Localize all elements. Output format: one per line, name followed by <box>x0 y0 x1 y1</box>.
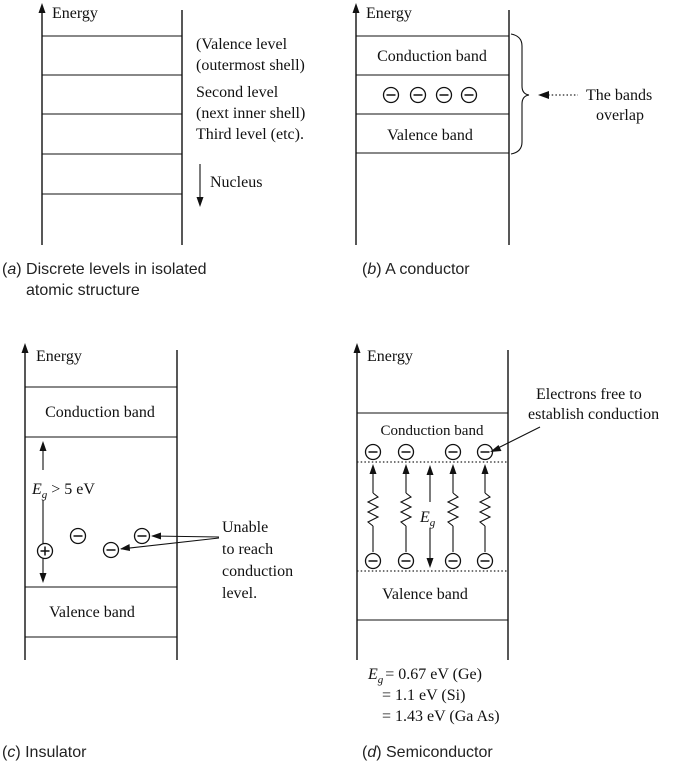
gap-arrow-head-down <box>426 558 434 568</box>
electron-icon <box>102 541 120 559</box>
electron-icon <box>397 443 415 461</box>
excitation-path <box>399 464 413 552</box>
pointer-arrow-head <box>151 532 161 540</box>
unable-label: Unable <box>222 519 268 536</box>
overlap-label: overlap <box>596 107 644 124</box>
excitation-path <box>446 464 460 552</box>
free-electrons-label: Electrons free to <box>536 386 642 403</box>
conduction-band-label: Conduction band <box>381 423 484 439</box>
gap-value-gaas: = 1.43 eV (Ga As) <box>382 708 500 725</box>
electron-icon <box>69 527 87 545</box>
second-level-label: (next inner shell) <box>196 105 305 122</box>
panel-b: Energy Conduction band Valence band The … <box>352 3 652 278</box>
gap-arrow-head-up <box>426 465 434 475</box>
nucleus-label: Nucleus <box>210 174 262 191</box>
caption-a: atomic structure <box>26 282 140 299</box>
conduction-band-label: Conduction band <box>45 404 155 421</box>
pointer-line <box>120 537 220 550</box>
energy-arrow-head <box>38 3 46 13</box>
electron-icon <box>133 527 151 545</box>
electron-icon <box>382 86 400 104</box>
panel-d: Energy Conduction band Valence band <box>353 343 659 761</box>
caption-a: (a) Discrete levels in isolated <box>2 261 207 278</box>
electron-icon <box>444 443 462 461</box>
valence-band-label: Valence band <box>382 586 468 603</box>
gap-value-ge: Eg= 0.67 eV (Ge) <box>367 666 482 686</box>
energy-arrow-head <box>352 3 360 13</box>
energy-label: Energy <box>52 5 98 22</box>
unable-label: conduction <box>222 563 293 580</box>
excitation-path <box>478 464 492 552</box>
overlap-arrow-head <box>538 91 549 99</box>
conduction-band-label: Conduction band <box>377 48 487 65</box>
pointer-line <box>151 535 220 538</box>
electron-icon <box>364 443 382 461</box>
free-electrons-label: establish conduction <box>528 406 659 423</box>
valence-level-label: (Valence level <box>196 36 288 53</box>
caption-c: (c) Insulator <box>2 744 87 761</box>
electron-icon <box>460 86 478 104</box>
pointer-line <box>493 426 541 451</box>
electron-icon <box>364 552 382 570</box>
panel-c: Energy Conduction band Valence band Eg >… <box>2 343 293 761</box>
overlap-label: The bands <box>586 87 652 104</box>
gap-value-si: = 1.1 eV (Si) <box>382 687 465 704</box>
energy-arrow-head <box>21 343 29 353</box>
excitation-path <box>366 464 380 552</box>
electron-icon <box>476 552 494 570</box>
electron-icon <box>397 552 415 570</box>
hole-icon <box>36 542 54 560</box>
electron-icon <box>476 443 494 461</box>
energy-gap-label: Eg > 5 eV <box>31 481 95 501</box>
gap-arrow-head-down <box>39 573 47 583</box>
gap-arrow-head-up <box>39 441 47 451</box>
energy-arrow-head <box>353 343 361 353</box>
pointer-arrow-head <box>490 445 502 452</box>
valence-band-label: Valence band <box>387 127 473 144</box>
electron-icon <box>444 552 462 570</box>
energy-label: Energy <box>36 348 82 365</box>
caption-b: (b) A conductor <box>362 261 470 278</box>
energy-label: Energy <box>367 348 413 365</box>
energy-gap-label: Eg <box>419 509 436 529</box>
second-level-label: Second level <box>196 84 279 101</box>
overlap-brace <box>510 33 530 155</box>
third-level-label: Third level (etc). <box>196 126 304 143</box>
nucleus-arrow-head <box>196 197 204 207</box>
energy-label: Energy <box>366 5 412 22</box>
panel-a: Energy (Valence level (outermost shell) … <box>2 3 305 299</box>
electron-icon <box>435 86 453 104</box>
electron-icon <box>409 86 427 104</box>
valence-level-label: (outermost shell) <box>196 57 305 74</box>
unable-label: to reach <box>222 541 273 558</box>
pointer-arrow-head <box>120 544 130 551</box>
caption-d: (d) Semiconductor <box>362 744 493 761</box>
unable-label: level. <box>222 585 257 602</box>
valence-band-label: Valence band <box>49 604 135 621</box>
